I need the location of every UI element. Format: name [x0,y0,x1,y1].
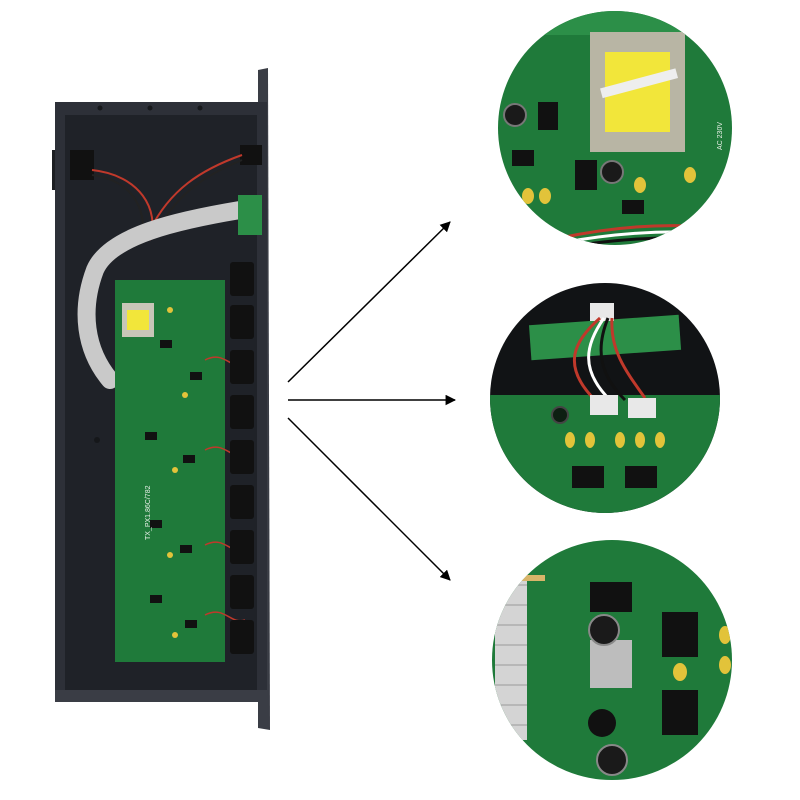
power-wiring [70,145,262,246]
main-pcb: TX_PX1.86C/782 [115,280,246,662]
input-board [238,195,262,235]
callout-arrows [287,221,457,581]
arrow-right-down-icon [287,417,451,581]
transformer-label: AC 230V [717,122,724,150]
detail-circle-transformer: AC 230V [498,11,732,245]
xlr-connectors [230,262,254,654]
detail-circle-regulator [492,540,732,780]
board-label: TX_PX1.86C/782 [145,485,152,540]
arrow-right-up-icon [287,221,451,383]
ribbon-cable [77,201,249,389]
detail-circle-connectors [490,283,720,513]
